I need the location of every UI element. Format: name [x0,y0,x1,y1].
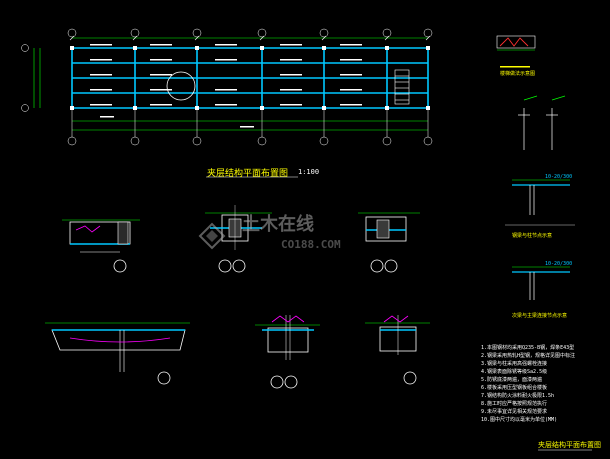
note-line-3: 3.钢梁与柱采用高强螺栓连接 [481,361,548,367]
node-detail-1 [505,179,575,226]
main-structural-plan [21,28,433,146]
right-label-1: 10-20/300 [545,174,573,180]
note-line-1: 1.本图钢材均采用Q235-B钢，焊条E43型 [481,345,575,351]
note-line-5: 5.防锈底漆两遍，面漆两遍 [481,377,543,383]
note-line-4: 4.钢梁表面除锈等级Sa2.5级 [481,369,548,375]
note-line-2: 2.钢梁采用热轧H型钢，规格详见图中标注 [481,353,576,359]
note-line-10: 10.图中尺寸均以毫米为单位(MM) [481,417,558,423]
plan-stair [394,69,410,105]
right-label-2: 10-20/300 [545,261,573,267]
section-detail-9 [365,315,430,355]
plan-beams-vertical [71,48,429,108]
section-detail-5 [45,322,190,372]
node-detail-2 [512,266,570,300]
section-markers [113,259,417,389]
note-line-7: 7.钢结构防火涂料耐火极限1.5h [481,393,555,399]
section-detail-2-4 [205,205,272,250]
right-title-stair: 楼梯做法示意图 [500,71,536,77]
title-underlines [206,176,592,451]
section-detail-6-8 [255,315,320,360]
watermark-text: 土木在线 [242,214,314,235]
section-detail-1 [62,219,140,253]
right-title-node-2: 次梁与主梁连接节点示意 [512,313,568,319]
beam-column-detail [518,95,566,150]
main-plan-title: 夹层结构平面布置图 [207,169,289,179]
main-plan-scale: 1:100 [298,168,320,176]
plan-axis-lines [21,28,433,146]
note-line-9: 9.未尽事宜详见相关规范要求 [481,409,548,415]
watermark-logo-icon [198,222,226,250]
note-line-6: 6.楼板采用压型钢板组合楼板 [481,385,548,391]
right-details [496,35,575,300]
plan-beams-horizontal [72,47,428,109]
note-line-8: 8.施工时应严格按照规范执行 [481,401,548,407]
right-title-node-1: 钢梁与柱节点示意 [512,233,553,239]
plan-dimension-lines [33,37,428,131]
plan-beam-labels [90,44,362,128]
watermark-subtext: CO188.COM [281,238,341,251]
stair-detail [496,35,536,68]
plan-circular-opening [166,71,196,101]
bottom-right-title: 夹层结构平面布置图 [538,441,601,449]
section-detail-3-7 [358,212,420,242]
